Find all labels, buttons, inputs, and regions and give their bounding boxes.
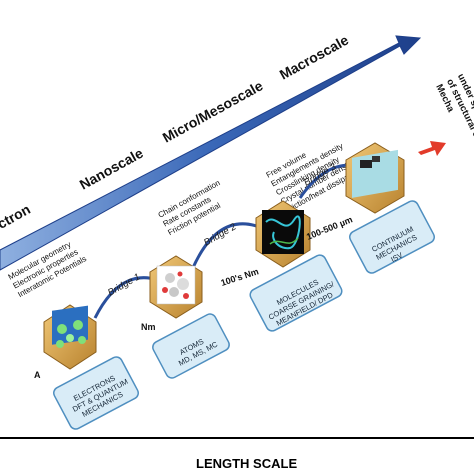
bridge-label-1: Bridge 1 bbox=[106, 271, 142, 298]
box-molecules: MOLECULES COARSE GRAINING/ MEANFIELD/ DP… bbox=[249, 254, 343, 332]
size-label-100s-nm: 100's Nm bbox=[220, 266, 260, 288]
scale-label-electron: ectron bbox=[0, 201, 33, 236]
size-label-100-500um: 100-500 µm bbox=[305, 214, 354, 242]
bridge-curve-2 bbox=[190, 222, 263, 271]
red-arrow bbox=[418, 141, 446, 156]
hex-continuum bbox=[345, 142, 405, 214]
hex-atoms bbox=[149, 255, 203, 319]
box-atoms: ATOMS MD, MS, MC bbox=[152, 313, 230, 379]
hex-electrons bbox=[43, 304, 97, 370]
bridge-label-2: Bridge 2 bbox=[202, 221, 239, 249]
length-scale-title: LENGTH SCALE bbox=[196, 456, 297, 471]
hex-molecules bbox=[255, 200, 311, 268]
length-scale-arrow bbox=[0, 35, 422, 271]
box-continuum: CONTINUUM MECHANICS ISV bbox=[349, 200, 435, 274]
scale-label-micro-mesoscale: Micro/Mesoscale bbox=[160, 77, 266, 145]
size-label-nm: Nm bbox=[141, 322, 156, 332]
size-label-angstrom: A bbox=[34, 370, 41, 380]
box-electrons: ELECTRONS DFT & QUANTUM MECHANICS bbox=[53, 356, 139, 430]
